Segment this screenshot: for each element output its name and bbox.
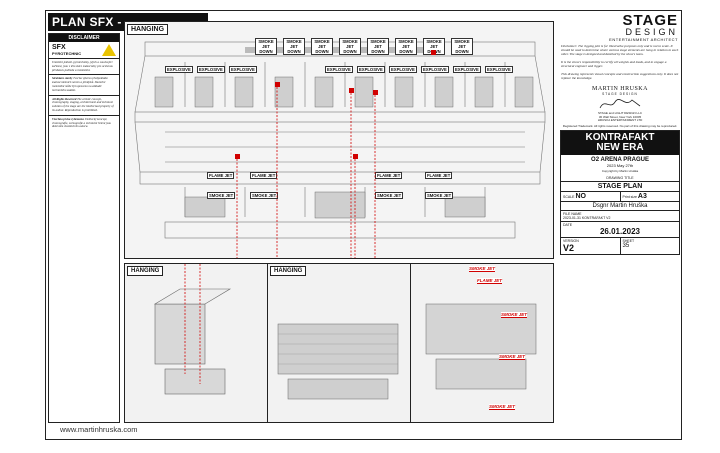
explosive-label: EXPLOSIVE [165, 66, 193, 73]
disclaimer-text-1: Umístění jednotl. pyrotechniky, jejich a… [52, 60, 113, 72]
drawing-date: 26.01.2023 [599, 226, 641, 236]
designer-sub: STAGE DESIGN [602, 92, 638, 96]
designer-credit: Dsgnr Martin Hruška [592, 202, 648, 209]
sfx-badge: SFX PYROTECHNIC [49, 42, 119, 59]
smoke-jet-down-label: SMOKE JET DOWN [367, 38, 389, 55]
disclaimer-heading: DISCLAIMER [49, 34, 119, 42]
logo-line-3: ENTERTAINMENT ARCHITECT [609, 37, 678, 42]
explosive-label: EXPLOSIVE [325, 66, 353, 73]
scale-value: NO [575, 192, 586, 200]
smoke-jet-callout: SMOKE JET [489, 404, 516, 410]
hanging-label-mid: HANGING [270, 266, 307, 276]
explosive-label: EXPLOSIVE [485, 66, 513, 73]
disclaimer-text-3: The artistic concept, choreography, stag… [52, 96, 114, 112]
leader-lines [236, 87, 376, 258]
smoke-jet-label: SMOKE JET [250, 192, 279, 199]
project-title-2: NEW ERA [596, 142, 644, 154]
disclaimer-heading-2: Struktura stavby [52, 76, 73, 81]
pyro-marker [349, 88, 354, 93]
footer-url[interactable]: www.martinhruska.com [60, 425, 138, 434]
date-label: DATE [563, 222, 573, 227]
smoke-jet-label: SMOKE JET [375, 192, 404, 199]
detail-view-middle: HANGING [268, 264, 411, 422]
studio-copyright: Registered Trademark. All rights reserve… [562, 123, 678, 128]
smoke-jet-callout: SMOKE JET [499, 354, 526, 360]
explosive-label: EXPLOSIVE [197, 66, 225, 73]
drawing-title-label: DRAWING TITLE [606, 175, 634, 180]
print-value: A3 [637, 192, 647, 200]
smoke-jet-down-label: SMOKE JET DOWN [255, 38, 277, 55]
warning-icon [102, 44, 116, 56]
disclaimer-heading-4: Všechna práva vyhrazena [52, 116, 84, 121]
explosive-label: EXPLOSIVE [357, 66, 385, 73]
hanging-label-main: HANGING [127, 24, 169, 35]
disclaimer-text-4: Umělecký koncept, choreografie, scénogra… [52, 116, 112, 129]
venue: O2 ARENA PRAGUE [591, 157, 649, 164]
sfx-title: SFX [52, 44, 66, 51]
project-box: KONTRAFAKT NEW ERA O2 ARENA PRAGUE 2023 … [560, 130, 680, 255]
smoke-jet-down-label: SMOKE JET DOWN [339, 38, 361, 55]
designer-name: MARTIN HRUSKA [592, 86, 648, 92]
explosive-label: EXPLOSIVE [453, 66, 481, 73]
logo-line-2: DESIGN [625, 27, 678, 37]
drawing-title: STAGE PLAN [561, 180, 679, 191]
smoke-jet-callout: SMOKE JET [469, 266, 496, 272]
studio-disclaimer-1: Disclaimer: The rigging plot is for illu… [561, 44, 679, 56]
version-value: V2 [563, 242, 575, 253]
smoke-jet-down-label: SMOKE JET DOWN [451, 38, 473, 55]
explosive-label: EXPLOSIVE [389, 66, 417, 73]
disclaimer-column: DISCLAIMER SFX PYROTECHNIC Umístění jedn… [48, 33, 120, 423]
detail-view-right: SMOKE JET FLAME JET SMOKE JET SMOKE JET … [411, 264, 553, 422]
project-copyright: Copyright by Martin Hruška [601, 169, 639, 174]
signature [560, 96, 680, 112]
explosive-label: EXPLOSIVE [421, 66, 449, 73]
smoke-jet-down-label: SMOKE JET DOWN [395, 38, 417, 55]
drawing-sheet: PLAN SFX - PYROTECHNICS DISCLAIMER SFX P… [45, 10, 682, 440]
flame-jet-label: FLAME JET [425, 172, 453, 179]
smoke-jet-callout: SMOKE JET [501, 312, 528, 318]
print-label: Print size [622, 194, 637, 199]
disclaimer-text-2: Tvorba výkresu předpokládá znalost místn… [52, 76, 108, 92]
flame-jet-label: FLAME JET [207, 172, 235, 179]
pyro-marker [373, 90, 378, 95]
stage-truss-illustration [125, 22, 553, 258]
detail-view-left: HANGING [125, 264, 268, 422]
pyro-marker [275, 82, 280, 87]
studio-disclaimer-3: This drawing represents visual concepts … [561, 72, 679, 80]
flame-jet-callout: FLAME JET [477, 278, 503, 284]
pyro-marker [431, 50, 436, 55]
smoke-jet-down-label: SMOKE JET DOWN [283, 38, 305, 55]
detail-views: HANGING HANGING SMOKE JET FLAME JET SMOK… [124, 263, 554, 423]
title-block: STAGE DESIGN ENTERTAINMENT ARCHITECT Dis… [560, 13, 680, 438]
studio-address: STAGE and LIGHT DESIGN LLC 30 Wall Stree… [597, 111, 643, 123]
sheet-label: SHEET [622, 238, 635, 243]
hanging-label-left: HANGING [127, 266, 164, 276]
scale-label: SCALE [563, 194, 575, 199]
flame-jet-label: FLAME JET [375, 172, 403, 179]
main-stage-drawing: HANGING SMOKE JET DOWN SMOKE JET DOWN SM… [124, 21, 554, 259]
file-label: FILE NAME [563, 211, 582, 216]
smoke-jet-label: SMOKE JET [207, 192, 236, 199]
project-title-1: KONTRAFAKT [585, 132, 655, 144]
sfx-subtitle: PYROTECHNIC [52, 51, 82, 56]
smoke-jet-label: SMOKE JET [425, 192, 454, 199]
sheet-number: 35 [622, 242, 630, 249]
event-date: 2023 May 27th [606, 163, 634, 169]
explosive-label: EXPLOSIVE [229, 66, 257, 73]
logo-line-1: STAGE [622, 12, 678, 29]
smoke-jet-down-label: SMOKE JET DOWN [311, 38, 333, 55]
pyro-marker [353, 154, 358, 159]
studio-disclaimer-2: It is the show's responsibility to certi… [561, 60, 667, 68]
version-label: VERSION [563, 238, 579, 243]
pyro-marker [235, 154, 240, 159]
disclaimer-heading-3: All Rights Reserved [52, 96, 77, 101]
studio-logo: STAGE DESIGN ENTERTAINMENT ARCHITECT [560, 13, 680, 42]
file-name: 2023-01-31 KONTRAFAKT V2 [563, 215, 611, 220]
